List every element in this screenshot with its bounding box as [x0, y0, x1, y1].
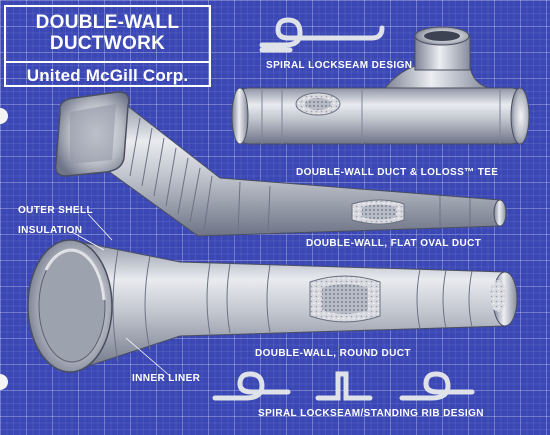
company-name: United McGill Corp.: [26, 66, 189, 85]
leader-lines: [71, 213, 171, 377]
round-duct: [27, 239, 518, 373]
label-outer-shell: OUTER SHELL: [18, 205, 93, 216]
label-flat-oval: DOUBLE-WALL, FLAT OVAL DUCT: [306, 238, 482, 249]
label-standing-rib: SPIRAL LOCKSEAM/STANDING RIB DESIGN: [258, 408, 484, 419]
label-spiral-lockseam: SPIRAL LOCKSEAM DESIGN: [266, 60, 413, 71]
standing-rib-profile: [212, 371, 475, 401]
label-insulation: INSULATION: [18, 225, 83, 236]
tee-duct: [231, 26, 530, 145]
binder-hole-top: [0, 108, 8, 124]
flat-oval-duct: [54, 91, 507, 237]
title-line-1: DOUBLE-WALL: [35, 12, 180, 33]
binder-hole-bottom: [0, 374, 8, 390]
label-inner-liner: INNER LINER: [132, 373, 201, 384]
title-divider: [6, 61, 209, 63]
label-round-duct: DOUBLE-WALL, ROUND DUCT: [255, 348, 411, 359]
spiral-lockseam-profile: [259, 17, 385, 53]
label-tee: DOUBLE-WALL DUCT & LOLOSS™ TEE: [296, 167, 499, 178]
title-box: DOUBLE-WALL DUCTWORK United McGill Corp.: [4, 5, 211, 87]
title-line-2: DUCTWORK: [49, 33, 166, 54]
